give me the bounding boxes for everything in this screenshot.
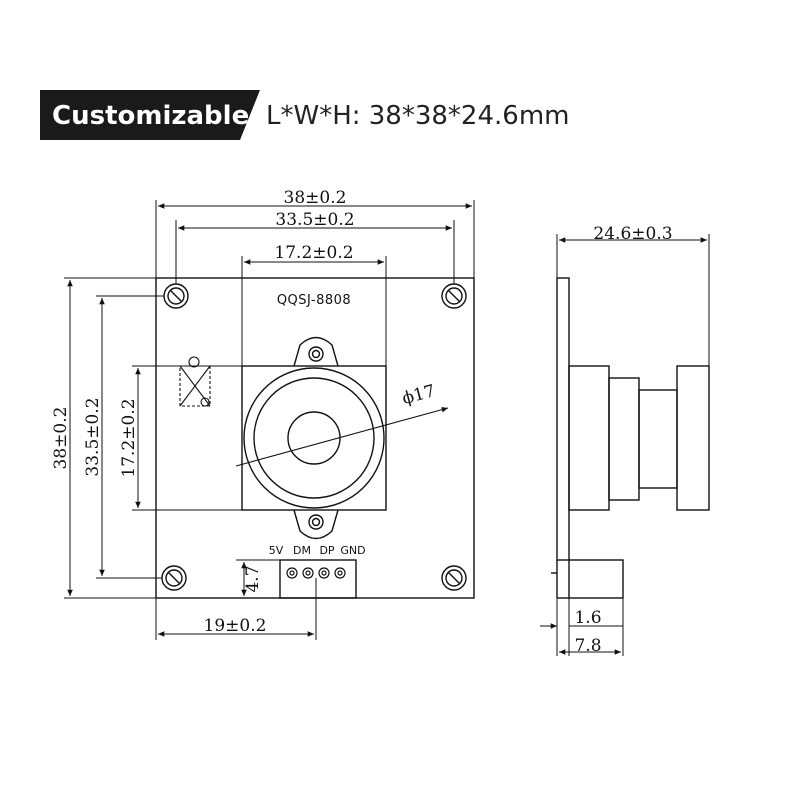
pin-label-gnd: GND — [340, 544, 365, 557]
dimensions-text: L*W*H: 38*38*24.6mm — [266, 101, 570, 131]
side-holder-step — [608, 377, 640, 501]
lens-holder-ear-bottom — [293, 509, 339, 540]
label-connector-depth: 7.8 — [574, 636, 601, 656]
board-component — [179, 356, 211, 407]
label-board-thickness: 1.6 — [574, 608, 601, 628]
mounting-hole-top-right — [441, 283, 467, 309]
label-board-height: 38±0.2 — [51, 407, 71, 470]
header-badge — [40, 90, 260, 140]
label-lens-holder-height: 17.2±0.2 — [119, 398, 139, 477]
mounting-hole-bottom-left — [161, 565, 187, 591]
pcb-board-outline — [155, 277, 475, 599]
pin-label-5v: 5V — [269, 544, 284, 557]
badge-label: Customizable — [52, 101, 250, 131]
lens-ring — [253, 377, 375, 499]
usb-connector — [279, 559, 357, 599]
model-label: QQSJ-8808 — [277, 293, 351, 308]
side-connector — [568, 559, 624, 599]
side-lens-front — [676, 365, 710, 511]
lens-diameter-leader — [235, 406, 449, 467]
label-connector-offset: 19±0.2 — [204, 616, 267, 636]
side-pcb — [556, 277, 570, 561]
mounting-hole-bottom-right — [441, 565, 467, 591]
lens-outer — [243, 367, 385, 509]
lens-holder-ear-top — [293, 336, 339, 367]
lens-center — [287, 411, 341, 465]
pin-label-dp: DP — [319, 544, 334, 557]
lens-holder — [241, 365, 387, 511]
label-lens-diameter: ϕ17 — [400, 381, 437, 409]
label-total-depth: 24.6±0.3 — [593, 224, 672, 244]
label-board-width: 38±0.2 — [284, 188, 347, 208]
label-hole-spacing-height: 33.5±0.2 — [83, 397, 103, 476]
label-hole-spacing-width: 33.5±0.2 — [275, 210, 354, 230]
front-view — [64, 200, 475, 640]
label-lens-holder-width: 17.2±0.2 — [274, 243, 353, 263]
pin-label-dm: DM — [293, 544, 311, 557]
mounting-hole-top-left — [163, 283, 189, 309]
side-lens-neck — [638, 389, 678, 489]
label-connector-height: 4.7 — [243, 565, 263, 592]
side-holder-base — [568, 365, 610, 511]
side-view — [540, 234, 710, 656]
